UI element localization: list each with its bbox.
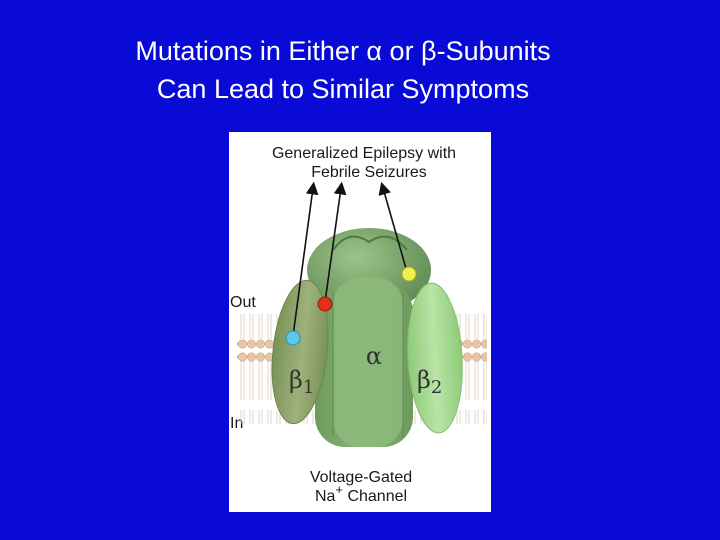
caption-channel: Channel [343, 488, 407, 505]
label-beta2: β2 [417, 366, 442, 398]
mutation-dot-red [317, 296, 333, 312]
arrow-alpha-upper-mutation [378, 181, 408, 273]
label-beta2-base: β [417, 366, 431, 394]
caption-line-1: Voltage-Gated [310, 469, 412, 486]
sodium-channel-figure: Generalized Epilepsy with Febrile Seizur… [229, 132, 491, 512]
label-beta1-base: β [289, 366, 303, 394]
label-out: Out [230, 294, 256, 311]
arrow-beta1-mutation [292, 181, 319, 337]
caption-plus: + [335, 482, 343, 497]
mutation-dot-cyan [285, 330, 301, 346]
label-beta2-subscript: 2 [431, 377, 442, 398]
slide-title: Mutations in Either α or β-Subunits Can … [0, 32, 686, 108]
mutation-dot-yellow [401, 266, 417, 282]
caption-na: Na [315, 488, 336, 505]
beta1-subunit [271, 279, 329, 425]
label-alpha: α [366, 342, 382, 370]
label-disease-line-1: Generalized Epilepsy with [272, 145, 456, 162]
title-line-2: Can Lead to Similar Symptoms [156, 74, 530, 104]
title-line-1: Mutations in Either α or β-Subunits [135, 36, 551, 66]
label-disease-line-2: Febrile Seizures [311, 164, 427, 181]
arrow-alpha-mutation [324, 181, 347, 303]
caption-line-2: Na+ Channel [315, 482, 407, 505]
beta2-subunit [407, 282, 463, 434]
label-beta1-subscript: 1 [303, 377, 314, 398]
label-beta1: β1 [289, 366, 314, 398]
channel-diagram: Generalized Epilepsy with Febrile Seizur… [230, 145, 487, 505]
